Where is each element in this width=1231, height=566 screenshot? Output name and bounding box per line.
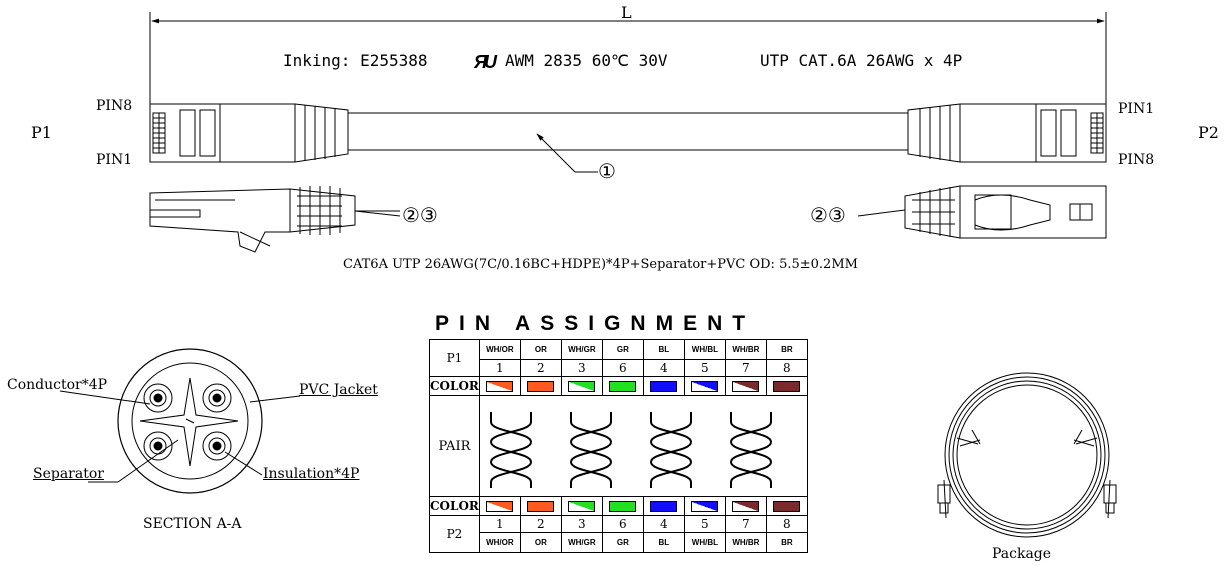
p1-wire-4: GR bbox=[601, 339, 644, 360]
p2-bottom-pin: PIN8 bbox=[1118, 152, 1155, 168]
p2-swatch-8 bbox=[773, 500, 801, 512]
right-connector-callout: ②③ bbox=[810, 203, 846, 227]
p2-wire-8: BR bbox=[765, 532, 808, 553]
p2-row-label: P2 bbox=[429, 515, 480, 553]
p1-top-pin: PIN8 bbox=[96, 98, 133, 114]
package-coil bbox=[937, 372, 1117, 538]
p1-pin-5: 4 bbox=[642, 359, 685, 377]
left-connector-callout: ②③ bbox=[402, 203, 438, 227]
p2-pin-1: 1 bbox=[478, 515, 521, 533]
ul-logo: Я U bbox=[473, 52, 498, 72]
p1-pin-3: 3 bbox=[560, 359, 603, 377]
cable-body bbox=[348, 112, 908, 151]
svg-text:U: U bbox=[484, 52, 498, 72]
p2-pin-4: 6 bbox=[601, 515, 644, 533]
p2-wire-row: WH/OR OR WH/GR GR BL WH/BL WH/BR BR bbox=[430, 532, 808, 553]
length-dimension bbox=[149, 12, 1107, 104]
p2-color-label: COLOR bbox=[429, 496, 480, 516]
cable-callout-leader bbox=[536, 133, 598, 173]
left-connector-side bbox=[149, 186, 401, 253]
p2-wire-3: WH/GR bbox=[560, 532, 603, 553]
p1-row-label: P1 bbox=[429, 339, 480, 377]
p1-color-label: COLOR bbox=[429, 376, 480, 396]
p2-swatch-4 bbox=[609, 500, 637, 512]
p2-swatch-5 bbox=[650, 500, 678, 512]
p1-swatch-4 bbox=[609, 380, 637, 392]
p1-wire-3: WH/GR bbox=[560, 339, 603, 360]
p1-color-row: COLOR bbox=[429, 376, 808, 396]
right-connector-side bbox=[857, 185, 1107, 239]
p2-wire-2: OR bbox=[519, 532, 562, 553]
p1-pin-2: 2 bbox=[519, 359, 562, 377]
p1-swatch-8 bbox=[773, 380, 801, 392]
conductor-label: Conductor*4P bbox=[7, 377, 108, 393]
p2-color-row: COLOR bbox=[429, 496, 808, 516]
left-connector-top bbox=[149, 103, 349, 163]
p1-pin-4: 6 bbox=[601, 359, 644, 377]
p2-pin-5: 4 bbox=[642, 515, 685, 533]
p2-pin-8: 8 bbox=[765, 515, 808, 533]
p2-wire-4: GR bbox=[601, 532, 644, 553]
section-title: SECTION A-A bbox=[143, 516, 242, 532]
pair-label: PAIR bbox=[429, 395, 480, 497]
jacket-label: PVC Jacket bbox=[299, 382, 378, 398]
insulation-label: Insulation*4P bbox=[263, 466, 360, 482]
p1-swatch-6 bbox=[691, 380, 719, 392]
p1-swatch-5 bbox=[650, 380, 678, 392]
p2-pin-6: 5 bbox=[683, 515, 726, 533]
p1-wire-8: BR bbox=[765, 339, 808, 360]
p1-wire-6: WH/BL bbox=[683, 339, 726, 360]
pin-assignment-table: P1 WH/OR OR WH/GR GR BL WH/BL WH/BR BR 1… bbox=[429, 339, 808, 553]
p1-wire-1: WH/OR bbox=[478, 339, 521, 360]
p1-swatch-2 bbox=[527, 380, 555, 392]
cable-callout: ① bbox=[598, 159, 616, 183]
p2-wire-6: WH/BL bbox=[683, 532, 726, 553]
p1-swatch-1 bbox=[486, 380, 514, 392]
svg-text:Я: Я bbox=[473, 52, 488, 72]
p1-label: P1 bbox=[31, 123, 52, 142]
package-label: Package bbox=[992, 546, 1052, 562]
p2-wire-5: BL bbox=[642, 532, 685, 553]
p1-wire-2: OR bbox=[519, 339, 562, 360]
inking-text: Inking: E255388 bbox=[283, 51, 428, 70]
p2-wire-7: WH/BR bbox=[724, 532, 767, 553]
p1-pin-row: 1 2 3 6 4 5 7 8 bbox=[430, 359, 808, 377]
p1-wire-5: BL bbox=[642, 339, 685, 360]
length-label: L bbox=[621, 3, 632, 22]
right-connector-top bbox=[907, 103, 1107, 163]
utp-text: UTP CAT.6A 26AWG x 4P bbox=[760, 51, 963, 70]
p1-bottom-pin: PIN1 bbox=[96, 152, 133, 168]
cable-cross-section bbox=[59, 348, 301, 494]
p2-wire-1: WH/OR bbox=[478, 532, 521, 553]
p2-label: P2 bbox=[1198, 123, 1219, 142]
p1-wire-row: P1 WH/OR OR WH/GR GR BL WH/BL WH/BR BR bbox=[429, 339, 808, 377]
awm-text: AWM 2835 60℃ 30V bbox=[505, 51, 668, 70]
p2-pin-3: 3 bbox=[560, 515, 603, 533]
p2-swatch-2 bbox=[527, 500, 555, 512]
p1-swatch-7 bbox=[732, 380, 760, 392]
p2-pin-7: 7 bbox=[724, 515, 767, 533]
pair-area bbox=[478, 395, 808, 497]
pair-row: PAIR bbox=[429, 395, 808, 497]
p1-pin-6: 5 bbox=[683, 359, 726, 377]
p2-pin-row: P2 1 2 3 6 4 5 7 8 bbox=[429, 515, 808, 553]
pin-assignment-title: PIN ASSIGNMENT bbox=[435, 312, 756, 335]
p2-swatch-7 bbox=[732, 500, 760, 512]
p2-pin-2: 2 bbox=[519, 515, 562, 533]
p1-pin-1: 1 bbox=[478, 359, 521, 377]
p1-wire-7: WH/BR bbox=[724, 339, 767, 360]
p2-swatch-3 bbox=[568, 500, 596, 512]
p1-pin-7: 7 bbox=[724, 359, 767, 377]
separator-label: Separator bbox=[33, 466, 104, 482]
p2-top-pin: PIN1 bbox=[1118, 101, 1155, 117]
cable-spec-text: CAT6A UTP 26AWG(7C/0.16BC+HDPE)*4P+Separ… bbox=[343, 257, 858, 272]
p2-swatch-1 bbox=[486, 500, 514, 512]
p2-swatch-6 bbox=[691, 500, 719, 512]
p1-pin-8: 8 bbox=[765, 359, 808, 377]
p1-swatch-3 bbox=[568, 380, 596, 392]
